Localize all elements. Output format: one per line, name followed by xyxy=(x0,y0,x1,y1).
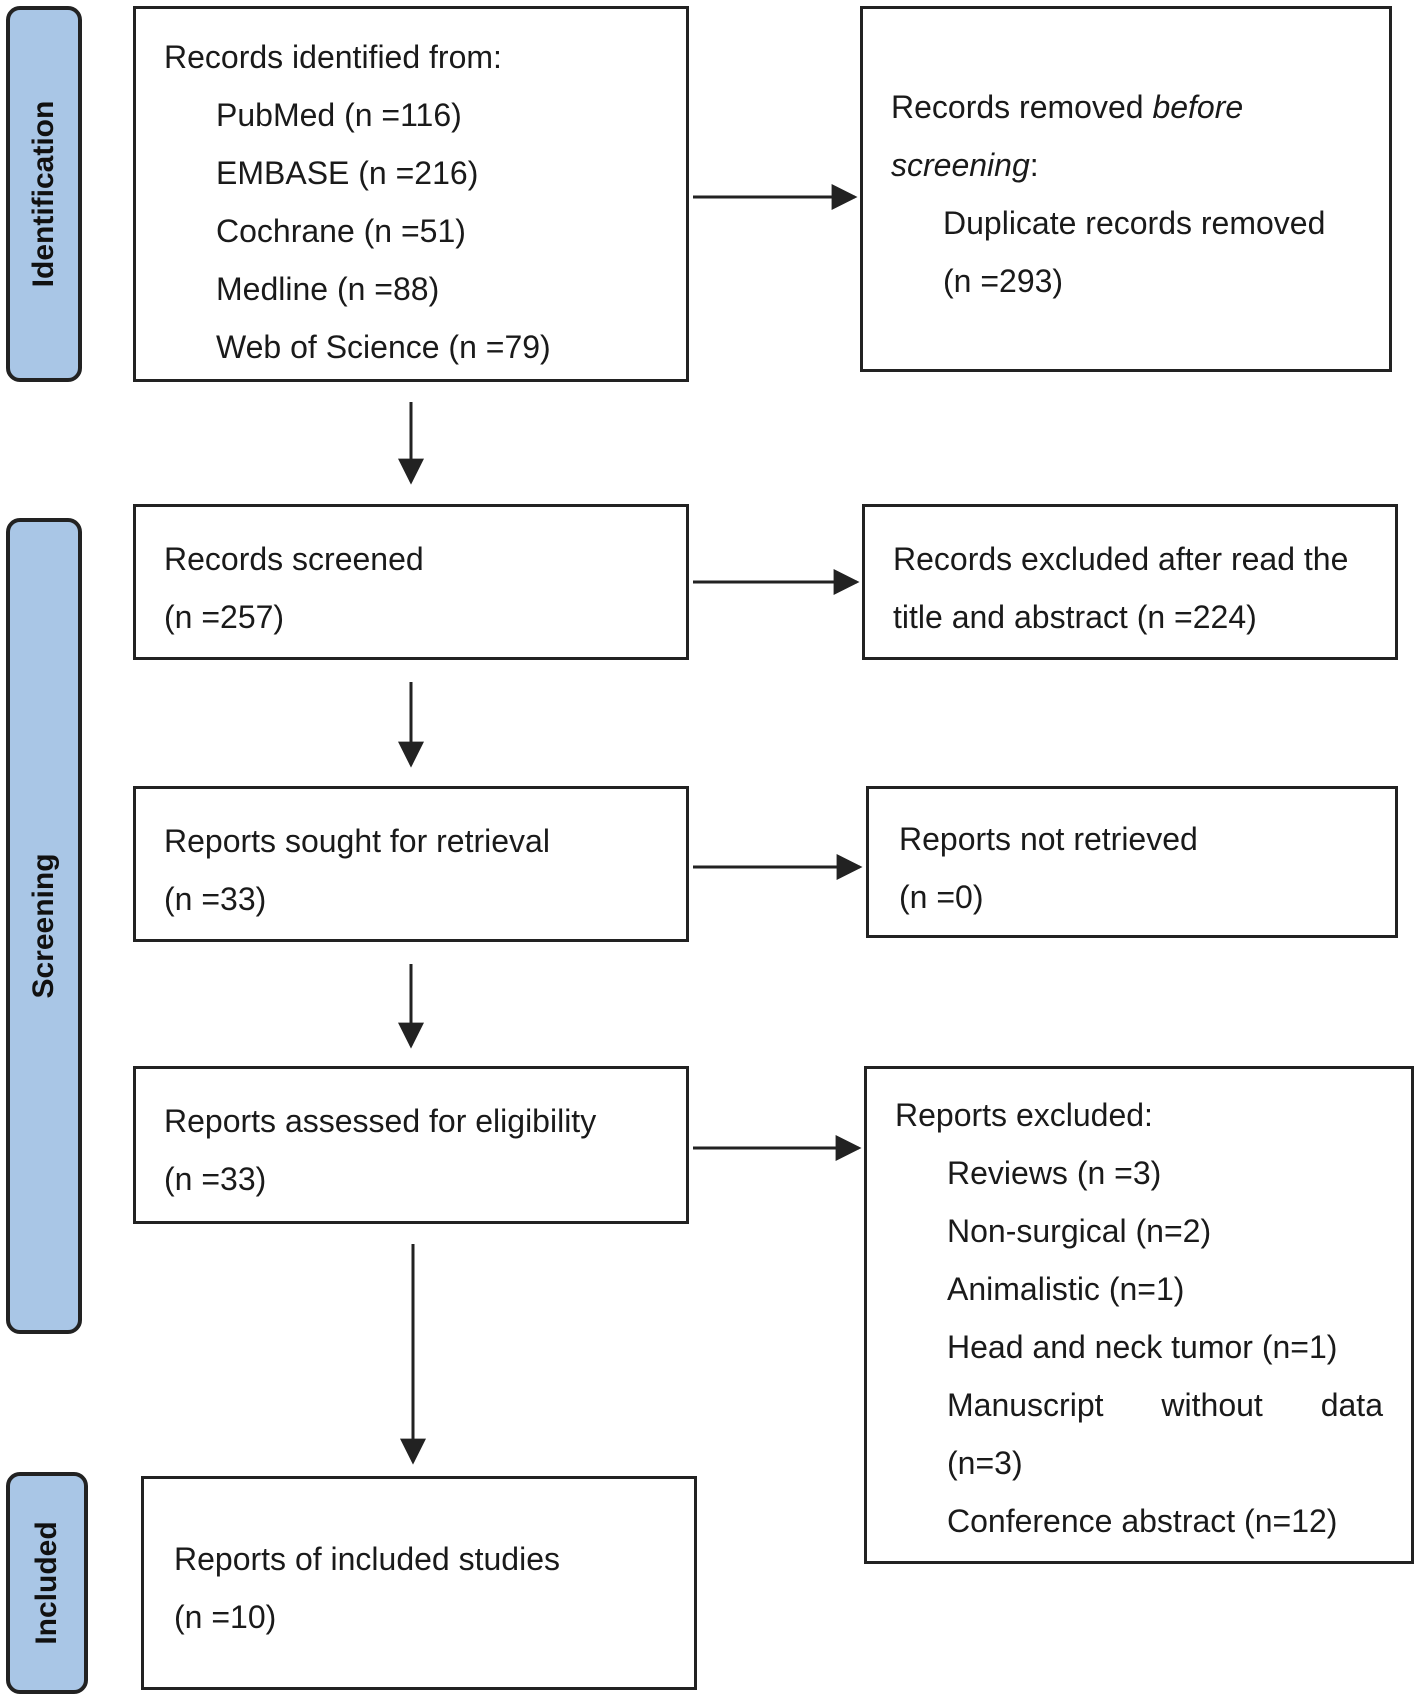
reports-not-retrieved-count: (n =0) xyxy=(899,879,984,915)
source-item: Medline (n =88) xyxy=(216,271,440,307)
records-excluded-box: Records excluded after read the title an… xyxy=(862,504,1398,660)
included-studies-label: Reports of included studies xyxy=(174,1541,560,1577)
reports-sought-count: (n =33) xyxy=(164,881,267,917)
records-screened-label: Records screened xyxy=(164,541,424,577)
records-removed-heading: Records removed before xyxy=(891,89,1244,125)
reports-assessed-count: (n =33) xyxy=(164,1161,267,1197)
reports-not-retrieved-label: Reports not retrieved xyxy=(899,821,1198,857)
reports-excluded-box: Reports excluded: Reviews (n =3) Non-sur… xyxy=(864,1066,1414,1564)
phase-identification: Identification xyxy=(6,6,82,382)
records-excluded-line2: title and abstract (n =224) xyxy=(893,599,1257,635)
records-identified-heading: Records identified from: xyxy=(164,39,502,75)
records-identified-box: Records identified from: PubMed (n =116)… xyxy=(133,6,689,382)
included-studies-box: Reports of included studies (n =10) xyxy=(141,1476,697,1690)
reports-assessed-label: Reports assessed for eligibility xyxy=(164,1103,597,1139)
exclusion-reason-manuscript: Manuscript without data xyxy=(947,1387,1383,1423)
exclusion-reason: Reviews (n =3) xyxy=(947,1155,1162,1191)
records-screened-count: (n =257) xyxy=(164,599,285,635)
duplicates-removed-label: Duplicate records removed xyxy=(943,205,1326,241)
source-item: Web of Science (n =79) xyxy=(216,329,551,365)
reports-assessed-box: Reports assessed for eligibility (n =33) xyxy=(133,1066,689,1224)
reports-excluded-heading: Reports excluded: xyxy=(895,1097,1153,1133)
reports-sought-label: Reports sought for retrieval xyxy=(164,823,550,859)
exclusion-reason: Conference abstract (n=12) xyxy=(947,1503,1338,1539)
source-item: Cochrane (n =51) xyxy=(216,213,466,249)
reports-not-retrieved-box: Reports not retrieved (n =0) xyxy=(866,786,1398,938)
duplicates-removed-count: (n =293) xyxy=(943,263,1064,299)
records-excluded-line1: Records excluded after read the xyxy=(893,541,1349,577)
phase-screening: Screening xyxy=(6,518,82,1334)
source-item: EMBASE (n =216) xyxy=(216,155,479,191)
source-item: PubMed (n =116) xyxy=(216,97,462,133)
records-screened-box: Records screened (n =257) xyxy=(133,504,689,660)
exclusion-reason: Head and neck tumor (n=1) xyxy=(947,1329,1338,1365)
records-removed-box: Records removed before screening: Duplic… xyxy=(860,6,1392,372)
phase-included: Included xyxy=(6,1472,88,1694)
exclusion-reason: Non-surgical (n=2) xyxy=(947,1213,1212,1249)
exclusion-reason-manuscript-count: (n=3) xyxy=(947,1445,1023,1481)
records-removed-heading-cont: screening: xyxy=(891,147,1039,183)
included-studies-count: (n =10) xyxy=(174,1599,277,1635)
reports-sought-box: Reports sought for retrieval (n =33) xyxy=(133,786,689,942)
exclusion-reason: Animalistic (n=1) xyxy=(947,1271,1185,1307)
